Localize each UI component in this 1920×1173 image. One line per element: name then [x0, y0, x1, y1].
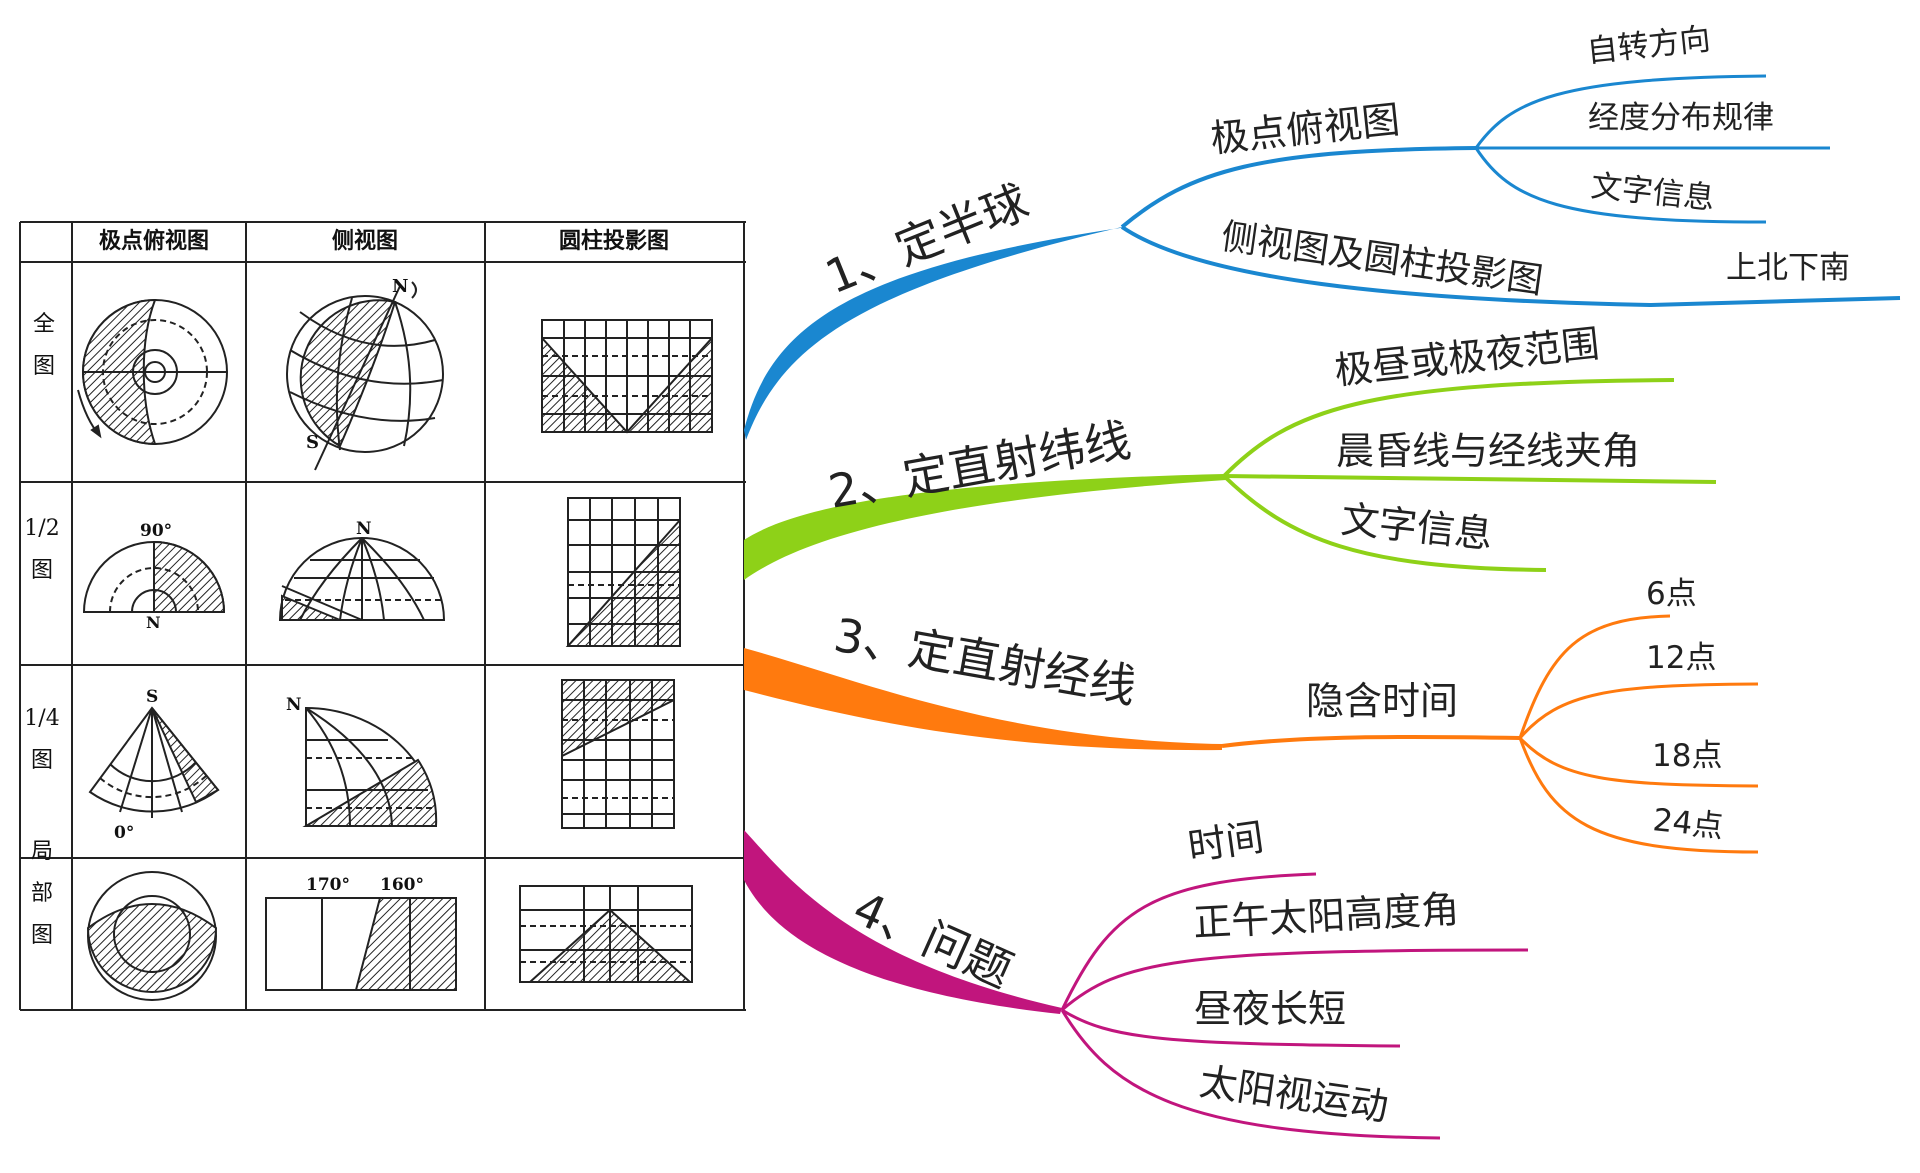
branch-1a-leaf-3: [1474, 147, 1767, 224]
branch-4-leaf-4: [1060, 1009, 1441, 1140]
branch-1-label: 1、定半球: [818, 174, 1036, 304]
side-view-partial-figure: 170° 160°: [265, 875, 457, 991]
branch-3-leaf-3: [1518, 736, 1759, 788]
polar-view-partial-figure: [86, 871, 218, 1001]
branch-1a-leaf-2-label: 经度分布规律: [1588, 100, 1774, 136]
label-90-degrees: 90°: [140, 521, 172, 541]
branch-1-connector: [744, 226, 1126, 440]
branch-3-connector: [744, 648, 1222, 751]
row-header-line: 1/2: [24, 516, 59, 541]
branch-4-leaf-3: [1061, 1008, 1401, 1048]
col-header-polar-view: 极点俯视图: [99, 228, 209, 254]
branch-2-leaf-2: [1223, 474, 1717, 484]
branch-3-leaf-4-label: 24点: [1651, 802, 1725, 845]
branch-3-leaf-2-label: 12点: [1646, 640, 1716, 676]
branch-1a-leaf-1-label: 自转方向: [1585, 21, 1712, 70]
label-0-degrees: 0°: [114, 823, 134, 843]
branch-3-leaf-1-label: 6点: [1646, 576, 1697, 612]
branch-2-leaf-2-label: 晨昏线与经线夹角: [1336, 429, 1640, 473]
label-n: N: [392, 276, 408, 297]
branch-2-leaf-3-label: 文字信息: [1339, 497, 1495, 557]
branch-3-leaf-3-label: 18点: [1652, 738, 1722, 774]
row-header-line: 图: [31, 923, 53, 948]
row-header-partial: 局部图: [31, 839, 53, 948]
label-170-degrees: 170°: [306, 875, 350, 895]
cylinder-full-figure: [541, 319, 713, 434]
branch-3-leaf-1: [1518, 614, 1671, 739]
row-header-line: 全: [33, 312, 55, 337]
polar-view-full-figure: [77, 298, 228, 446]
branch-1-fork: [1120, 146, 1477, 229]
row-header-quarter: 1/4 图: [24, 706, 59, 773]
label-s: S: [306, 432, 319, 453]
side-view-half-figure: N: [278, 519, 446, 621]
branch-2-connector: [744, 474, 1226, 580]
branch-1a-leaf-1: [1474, 74, 1767, 149]
row-header-line: 部: [31, 881, 53, 906]
cylinder-quarter-figure: [561, 679, 675, 829]
branch-4-connector: [744, 830, 1062, 1014]
row-header-full: 全图: [33, 312, 55, 379]
side-view-full-figure: N S: [286, 276, 444, 471]
row-header-line: 图: [33, 354, 55, 379]
branch-1b-leaf-1-label: 上北下南: [1726, 250, 1850, 286]
col-header-cylinder-projection: 圆柱投影图: [559, 228, 669, 254]
col-header-side-view: 侧视图: [332, 228, 398, 254]
label-160-degrees: 160°: [380, 875, 424, 895]
branch-1a-leaf-3-label: 文字信息: [1589, 168, 1716, 217]
branch-2-leaf-1: [1222, 378, 1675, 478]
row-header-line: 1/4: [24, 706, 59, 731]
label-n-side-half: N: [356, 519, 372, 539]
side-view-quarter-figure: N: [286, 695, 438, 827]
row-header-line: 图: [31, 748, 53, 773]
label-s-quarter: S: [146, 687, 158, 707]
row-header-line: 局: [31, 839, 53, 864]
cylinder-half-figure: [565, 497, 681, 647]
polar-view-quarter-figure: S 0°: [88, 687, 220, 843]
label-n-quarter: N: [286, 695, 302, 715]
branch-4-leaf-1: [1060, 872, 1317, 1011]
branch-4-leaf-2: [1061, 948, 1529, 1012]
branch-3-stem: [1221, 734, 1521, 748]
cylinder-partial-figure: [519, 885, 693, 983]
mind-map: 1、定半球 极点俯视图 自转方向 经度分布规律 文字信息 侧视图及圆柱投影图 上…: [744, 21, 1901, 1140]
row-header-line: 图: [31, 558, 53, 583]
table-grid: [19, 221, 746, 1011]
label-n-half: N: [146, 613, 161, 632]
branch-1-fork-2: [1120, 225, 1901, 308]
branch-2-leaf-3: [1222, 474, 1547, 572]
branch-4-leaf-2-label: 正午太阳高度角: [1192, 887, 1460, 945]
branch-3-leaf-2: [1518, 682, 1759, 739]
branch-3-sub-label: 隐含时间: [1306, 679, 1458, 723]
branch-4-leaf-3-label: 昼夜长短: [1194, 987, 1346, 1031]
polar-view-half-figure: 90° N: [82, 521, 226, 632]
row-header-half: 1/2 图: [24, 516, 59, 583]
branch-3-leaf-4: [1518, 737, 1759, 854]
branch-4-leaf-1-label: 时间: [1185, 815, 1266, 869]
